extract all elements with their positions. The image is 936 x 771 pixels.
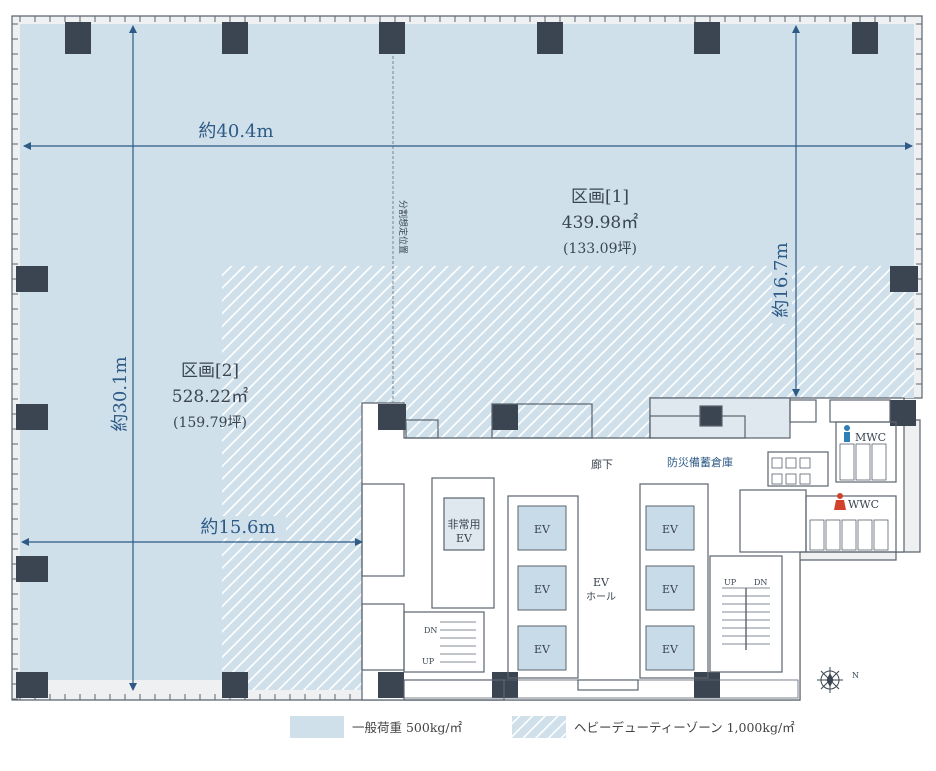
toilet-stalls [771,443,889,551]
ev-hall-label-2: ホール [586,591,616,603]
elevator-cars [517,505,695,671]
zone1-tsubo: (133.09坪) [563,241,637,257]
stair-left-dn-label: DN [424,626,437,635]
zone1-name: 区画[1] [571,187,629,207]
height-zone1-label: 約16.7m [771,242,792,317]
column [694,672,720,698]
elevator-label: EV [662,643,679,656]
female-icon [834,493,846,510]
width-total-label: 約40.4m [198,121,273,142]
elevator-label: EV [534,523,551,536]
elevator-label: EV [534,643,551,656]
column [890,266,918,292]
elevator-label: EV [534,583,551,596]
compass-north-label: N [852,671,859,680]
column [16,672,48,698]
width-zone2-label: 約15.6m [200,517,275,538]
male-icon [844,425,850,442]
dimension-lines [21,25,913,691]
zone1-area: 439.98㎡ [562,213,638,233]
partition-label-text: 分割想定位置 [397,200,409,254]
elevator-label: EV [662,523,679,536]
stair-left-up-label: UP [422,657,435,666]
emergency-ev-label-2: EV [456,532,473,545]
legend-swatch-heavy [512,716,566,738]
corridor-label: 廊下 [591,457,613,471]
columns [16,22,918,698]
column [378,672,404,698]
legend-heavy-label: ヘビーデューティーゾーン 1,000kg/㎡ [574,720,795,735]
core-bottom-window [403,679,799,699]
column [16,404,48,430]
emergency-ev-label-1: 非常用 [448,518,481,531]
column [16,556,48,582]
core-rooms [361,397,897,701]
legend-standard-label: 一般荷重 500kg/㎡ [352,720,463,735]
column [65,22,91,54]
heavy-duty-zone [222,266,914,690]
column [379,22,405,54]
wwc-label: WWC [848,498,879,511]
column [492,404,518,430]
column [694,22,720,54]
disaster-storage-label: 防災備蓄倉庫 [667,455,733,469]
column [16,266,48,292]
legend-swatch-standard [290,716,344,738]
mwc-label: MWC [855,431,886,444]
compass-icon [817,667,843,693]
column [222,22,248,54]
window-mullions [12,16,922,700]
stair-right-dn-label: DN [754,578,767,587]
zone2-tsubo: (159.79坪) [173,415,247,431]
elevator-label: EV [662,583,679,596]
column [222,672,248,698]
column [378,404,406,430]
stair-right [722,587,770,650]
stair-left [440,621,476,663]
column [492,672,518,698]
height-total-label: 約30.1m [110,356,131,431]
ev-hall-label-1: EV [593,576,610,589]
column [852,22,878,54]
column [537,22,563,54]
partition-label: 分割想定位置 [397,200,409,254]
zone2-name: 区画[2] [181,361,239,381]
zone2-area: 528.22㎡ [172,387,248,407]
stair-right-up-label: UP [724,578,737,587]
